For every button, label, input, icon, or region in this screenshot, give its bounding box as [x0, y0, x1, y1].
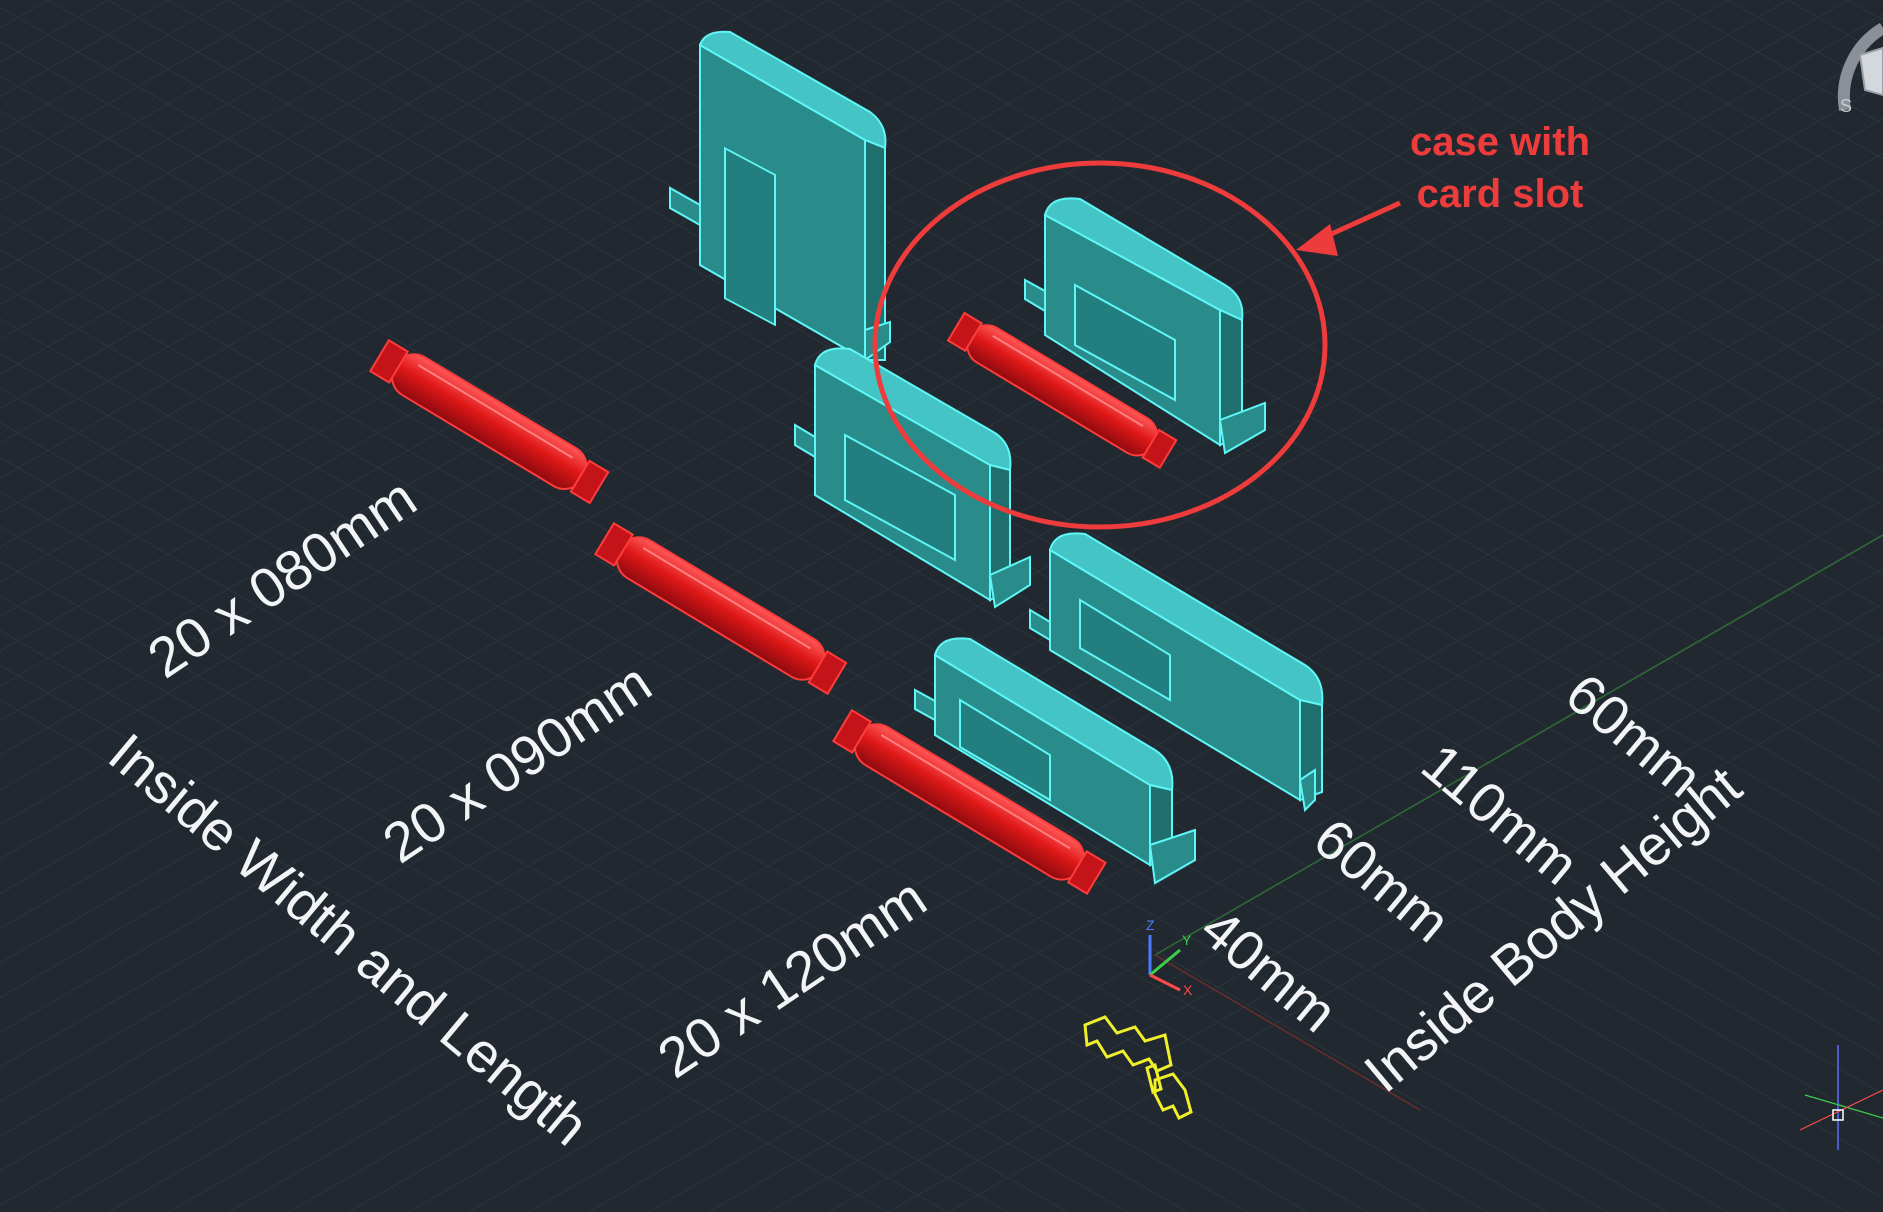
viewcube-compass-letter: S	[1840, 96, 1852, 116]
tube-20x090[interactable]	[593, 520, 848, 697]
grid-line	[1307, 0, 1883, 333]
grid-line	[0, 0, 1609, 929]
grid-line	[288, 290, 1883, 1212]
annotation-line1: case with	[1410, 120, 1590, 164]
grid-line	[1367, 0, 1883, 298]
grid-line	[0, 0, 469, 271]
grid-line	[1187, 0, 1883, 402]
grid-line	[468, 394, 1883, 1212]
tube-20x120[interactable]	[831, 707, 1107, 897]
grid-line	[0, 699, 888, 1212]
grid-line	[708, 533, 1883, 1212]
ucs-y-label: Y	[1182, 932, 1192, 948]
viewcube[interactable]: S	[1837, 22, 1883, 116]
grid-line	[0, 0, 1669, 964]
grid-line	[1067, 0, 1883, 472]
grid-line	[0, 0, 409, 237]
grid-line	[0, 0, 1369, 791]
grid-line	[888, 637, 1883, 1212]
annotation-line2: card slot	[1417, 172, 1584, 216]
case-with-card-slot[interactable]	[1024, 197, 1266, 455]
grid-line	[0, 0, 1549, 895]
grid-line	[1427, 0, 1883, 264]
grid-line	[1487, 0, 1883, 229]
case-middle[interactable]	[794, 347, 1031, 609]
ucs-x-label: X	[1183, 982, 1193, 998]
grid-line	[828, 602, 1883, 1212]
grid-line	[768, 568, 1883, 1212]
grid-line	[0, 0, 589, 341]
grid-line	[947, 0, 1883, 541]
grid-line	[0, 0, 649, 375]
tube-card-slot[interactable]	[946, 310, 1178, 472]
grid-line	[0, 0, 769, 444]
annotation-arrow-head	[1296, 224, 1338, 256]
grid-line	[1247, 0, 1883, 368]
grid-line	[408, 360, 1883, 1212]
x-axis-line	[1154, 954, 1421, 1111]
case-short-front[interactable]	[914, 637, 1196, 885]
grid-line	[0, 664, 948, 1212]
crosshair-cursor	[1799, 1045, 1883, 1150]
grid-line	[588, 464, 1883, 1212]
grid-line	[948, 672, 1883, 1212]
grid-line	[528, 429, 1883, 1212]
ucs-icon: Z Y X	[1146, 917, 1193, 998]
ucs-z-label: Z	[1146, 917, 1155, 933]
grid-line	[168, 221, 1883, 1212]
grid-line	[0, 0, 1489, 860]
y-axis-line	[1154, 534, 1883, 956]
grid-line	[0, 0, 1249, 722]
grid-line	[348, 325, 1883, 1212]
grid-line	[0, 0, 1009, 583]
grid-line	[1127, 0, 1883, 437]
grid-line	[1007, 0, 1883, 506]
tube-20x080[interactable]	[368, 337, 610, 507]
grid-line	[0, 0, 829, 479]
grid-line	[0, 0, 529, 306]
grid-line	[0, 0, 709, 410]
grid-line	[228, 256, 1883, 1212]
clip-parts[interactable]	[1083, 1015, 1193, 1121]
grid-line	[0, 629, 1008, 1212]
grid-line	[0, 0, 949, 548]
annotation-circle	[872, 160, 1328, 530]
grid-line	[648, 498, 1883, 1212]
case-long-front[interactable]	[1029, 532, 1324, 813]
grid-line	[0, 0, 889, 514]
